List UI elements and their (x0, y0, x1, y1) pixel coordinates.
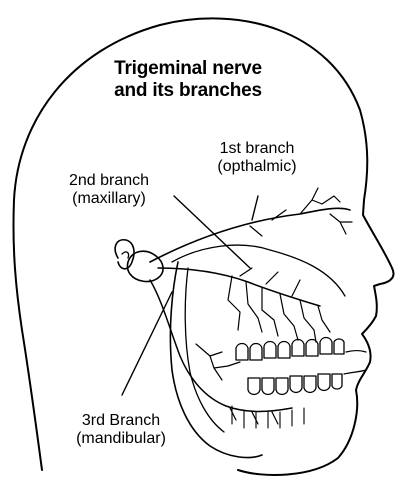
branch2-label-line-1: 2nd branch (44, 172, 174, 190)
branch3-label-line-1: 3rd Branch (56, 412, 186, 430)
lip-line-upper (346, 351, 366, 353)
ophthalmic-branch (150, 208, 350, 262)
lower-jaw-roots (232, 406, 304, 428)
branch3-label-line-2: (mandibular) (56, 430, 186, 448)
jaw-inner (185, 268, 224, 432)
title-line-1: Trigeminal nerve (74, 58, 302, 80)
ear-outline (115, 240, 134, 269)
diagram-title: Trigeminal nerve and its branches (74, 58, 302, 102)
branch1-leader (252, 196, 258, 220)
trigeminal-ganglion (127, 251, 163, 281)
branch1-label-line-2: (opthalmic) (182, 158, 332, 176)
ear-inner (122, 252, 129, 258)
branch2-label: 2nd branch (maxillary) (44, 172, 174, 209)
branch2-leader (174, 196, 250, 268)
title-line-2: and its branches (74, 80, 302, 102)
lower-teeth (248, 374, 342, 395)
maxillary-branch (158, 268, 320, 306)
ophthalmic-twigs (250, 188, 352, 236)
branch2-label-line-2: (maxillary) (44, 190, 174, 208)
branch1-label-line-1: 1st branch (182, 140, 332, 158)
branch3-label: 3rd Branch (mandibular) (56, 412, 186, 449)
branch1-label: 1st branch (opthalmic) (182, 140, 332, 177)
upper-teeth (236, 338, 344, 361)
branch3-leader (122, 292, 172, 395)
